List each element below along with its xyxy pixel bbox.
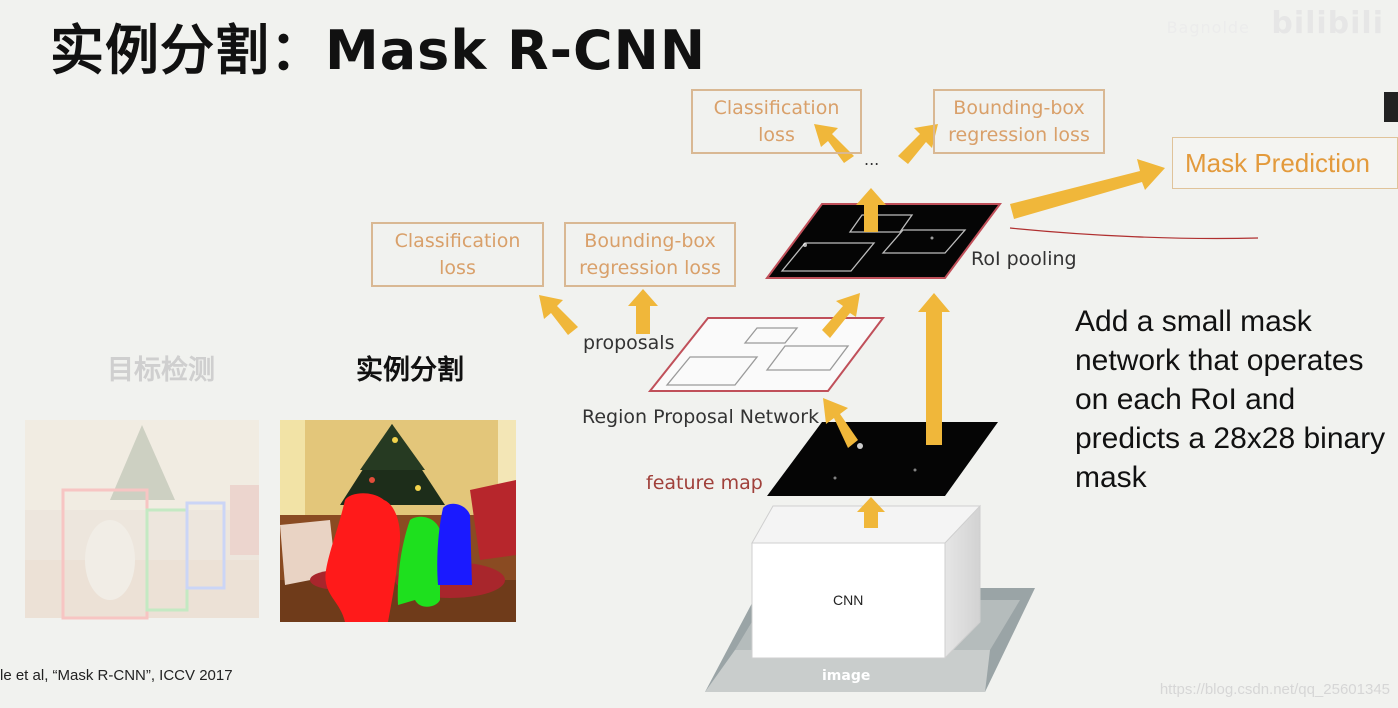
feature-map-label: feature map [646,472,763,494]
mid-classification-loss-box: Classification loss [371,222,544,287]
segmentation-image [280,420,516,622]
proposals-label: proposals [583,332,675,354]
slide-title: 实例分割：Mask R-CNN [50,19,707,82]
citation: le et al, “Mask R-CNN”, ICCV 2017 [0,667,233,684]
mask-prediction-box: Mask Prediction [1172,137,1398,189]
roi-pooling-label: RoI pooling [971,248,1077,270]
image-label: image [822,668,871,684]
watermark-url: https://blog.csdn.net/qq_25601345 [1159,681,1390,698]
watermark-top: Bagnolde bilibili [1167,6,1384,41]
bilibili-logo: bilibili [1271,6,1384,41]
detection-image-faded [25,420,259,620]
mask-branch-description: Add a small mask network that operates o… [1075,305,1386,494]
watermark-sub: Bagnolde [1166,18,1250,37]
rpn-label: Region Proposal Network [582,406,820,428]
top-classification-loss-box: Classification loss [691,89,862,154]
ellipsis-label: ... [864,150,880,169]
mid-bbox-regression-loss-box: Bounding-box regression loss [564,222,736,287]
feature-map-plane [767,422,998,496]
caption-instance-segmentation: 实例分割 [356,355,464,386]
roi-pooling-plane [765,203,1002,279]
annotation-underline [1009,227,1259,240]
flow-arrows [539,124,1165,528]
caption-object-detection: 目标检测 [107,355,215,386]
top-bbox-regression-loss-box: Bounding-box regression loss [933,89,1105,154]
cnn-label: CNN [833,592,864,608]
rpn-plane [647,317,886,392]
side-panel-tab[interactable] [1384,92,1398,122]
cnn-block [751,504,981,660]
